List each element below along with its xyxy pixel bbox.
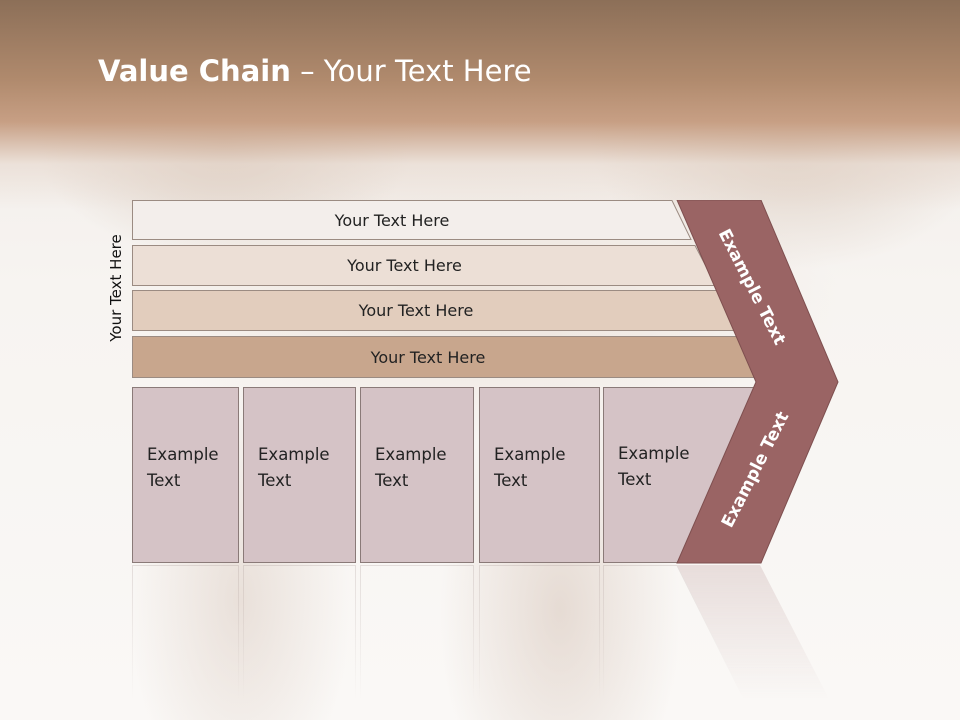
activity-box-5-line2: Text [618,470,652,489]
slide-title-rest: – Your Text Here [290,54,532,88]
band-4: Your Text Here [132,336,764,378]
band-2-label: Your Text Here [347,256,462,275]
slide-title: Value Chain – Your Text Here [98,54,532,88]
activity-box-1-line1: Example [147,445,219,464]
activity-box-2-line1: Example [258,445,330,464]
vertical-side-label: Your Text Here [107,234,125,342]
margin-chevron [676,200,839,564]
band-4-label: Your Text Here [370,347,486,367]
activity-box-2-line2: Text [258,471,292,490]
activity-box-4-line2: Text [494,471,528,490]
activity-box-4: Example Text [479,387,600,563]
activity-box-5-line1: Example [618,444,690,463]
band-3: Your Text Here [132,290,740,331]
activity-box-3-line2: Text [375,471,409,490]
activity-box-1: Example Text [132,387,239,563]
activity-box-5: Example Text [618,441,738,493]
activity-box-3-line1: Example [375,445,447,464]
band-1-shape [132,200,692,240]
band-2: Your Text Here [132,245,717,286]
band-1: Your Text Here [132,200,692,240]
header-band [0,0,960,210]
activity-box-2: Example Text [243,387,356,563]
activity-box-1-line2: Text [147,471,181,490]
slide-title-bold: Value Chain [98,54,291,88]
activity-box-3: Example Text [360,387,474,563]
band-3-label: Your Text Here [358,301,474,320]
band-1-label: Your Text Here [334,210,450,230]
activity-box-4-line1: Example [494,445,566,464]
